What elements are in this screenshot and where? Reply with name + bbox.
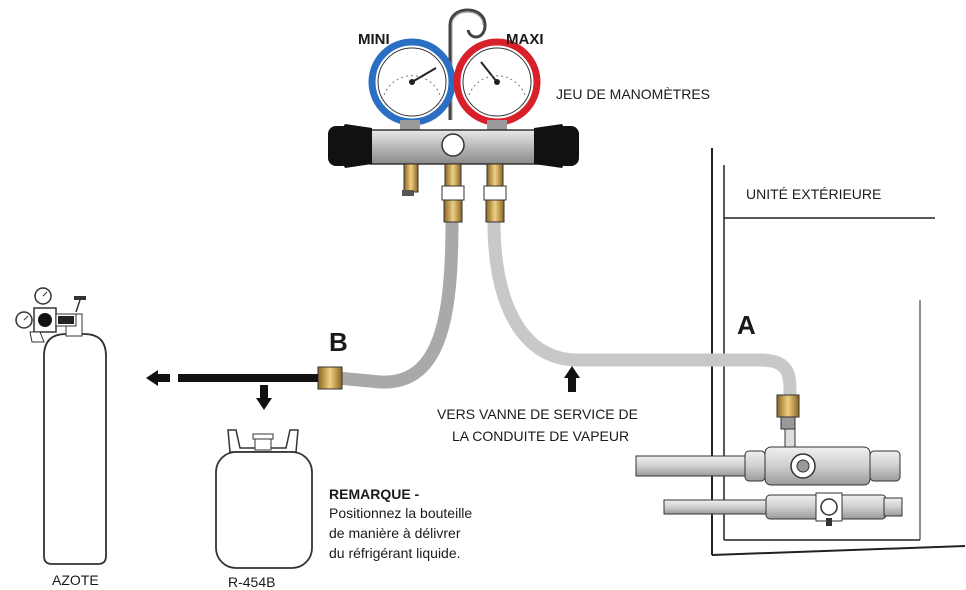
hanger-hook xyxy=(448,8,487,120)
pressure-regulator xyxy=(15,287,86,343)
note-title: REMARQUE - xyxy=(329,486,420,502)
vapor-service-valve xyxy=(635,394,903,526)
arrow-left-icon xyxy=(146,370,170,386)
hose-connector-b xyxy=(317,366,343,390)
center-hose xyxy=(331,215,459,389)
refrigerant-label: R-454B xyxy=(228,574,276,590)
note-line-3: du réfrigérant liquide. xyxy=(329,545,461,561)
connection-label-b: B xyxy=(329,327,348,357)
service-valve-label-line1: VERS VANNE DE SERVICE DE xyxy=(437,406,638,422)
note-line-2: de manière à délivrer xyxy=(329,525,461,541)
nitrogen-cylinder xyxy=(43,313,107,565)
arrow-down-icon xyxy=(256,385,272,410)
nitrogen-label: AZOTE xyxy=(52,572,99,588)
service-valve-label-line2: LA CONDUITE DE VAPEUR xyxy=(452,428,630,444)
high-pressure-gauge xyxy=(453,38,541,126)
vapor-hose xyxy=(487,215,797,402)
manifold-body xyxy=(328,120,579,168)
refrigerant-cylinder xyxy=(215,429,313,569)
low-pressure-gauge xyxy=(368,38,456,126)
outdoor-unit-label: UNITÉ EXTÉRIEURE xyxy=(746,186,882,202)
note-line-1: Positionnez la bouteille xyxy=(329,505,473,521)
gauge-set-title: JEU DE MANOMÈTRES xyxy=(556,86,711,102)
arrow-up-icon xyxy=(564,366,580,392)
high-gauge-label: MAXI xyxy=(506,31,544,48)
connection-label-a: A xyxy=(737,310,756,340)
manifold-fittings xyxy=(402,163,507,223)
outdoor-unit xyxy=(711,148,966,556)
low-gauge-label: MINI xyxy=(358,31,390,48)
